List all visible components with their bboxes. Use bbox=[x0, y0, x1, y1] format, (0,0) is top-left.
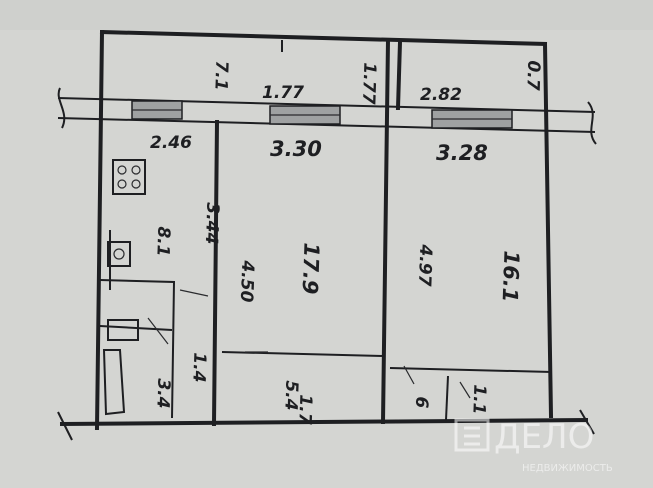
dim-tick-right bbox=[403, 365, 471, 399]
wall-bottom-right-storage bbox=[445, 375, 449, 421]
stove-burner-1 bbox=[117, 165, 127, 175]
watermark-logo-icon-inner bbox=[464, 426, 480, 446]
label-top-right-side: 0.7 bbox=[522, 60, 543, 91]
section-band-bottom bbox=[57, 117, 596, 133]
label-top-right-width: 2.82 bbox=[420, 85, 462, 105]
label-bath-side: 1.4 bbox=[188, 352, 209, 383]
label-hall-depth: 2.46 bbox=[150, 133, 192, 153]
label-bath-area: 3.4 bbox=[152, 378, 173, 409]
label-left-living-side: 4.50 bbox=[236, 259, 257, 303]
wall-rooms-divider bbox=[380, 37, 391, 425]
stove-burner-4 bbox=[131, 179, 141, 189]
watermark-tagline: НЕДВИЖИМОСТЬ bbox=[522, 463, 613, 474]
sink-drain bbox=[113, 248, 125, 260]
label-right-living-area: 16.1 bbox=[498, 250, 524, 303]
label-left-living-area: 17.9 bbox=[298, 242, 324, 295]
window-glass-lines bbox=[132, 109, 512, 120]
paper-shadow bbox=[0, 0, 653, 30]
break-mark-right bbox=[587, 101, 597, 145]
label-left-room-width: 3.30 bbox=[270, 137, 322, 161]
stove-burner-2 bbox=[131, 165, 141, 175]
label-corridor-side: 1.7 bbox=[294, 394, 315, 425]
watermark-logo-icon bbox=[454, 418, 490, 452]
label-top-left-area: 7.1 bbox=[210, 60, 231, 91]
stove-burner-3 bbox=[117, 179, 127, 189]
watermark: ДЕЛО НЕДВИЖИМОСТЬ bbox=[454, 417, 613, 474]
outer-wall-right bbox=[542, 41, 554, 419]
label-top-left-height: 1.77 bbox=[262, 83, 304, 103]
section-line-bottom-left bbox=[57, 411, 73, 441]
label-bottom-right-area: 6 bbox=[411, 396, 431, 409]
outer-wall-top bbox=[99, 29, 548, 47]
outer-wall-bottom bbox=[59, 417, 589, 427]
label-corridor-area: 5.4 bbox=[280, 380, 301, 411]
sink-fixture bbox=[107, 241, 131, 267]
label-bottom-right-side: 1.1 bbox=[468, 384, 489, 415]
bathtub-fixture bbox=[102, 349, 126, 416]
section-line-bottom-right bbox=[579, 409, 595, 435]
door-swing-toilet bbox=[179, 289, 209, 297]
stove-fixture bbox=[112, 159, 146, 195]
label-right-room-width: 3.28 bbox=[436, 141, 488, 165]
wall-bathroom-block bbox=[99, 279, 176, 419]
label-kitchen-area: 8.1 bbox=[152, 226, 173, 257]
wall-left-room-bottom bbox=[221, 351, 385, 357]
wall-right-room-bottom bbox=[389, 367, 553, 373]
label-kitchen-side: 3.44 bbox=[201, 202, 222, 245]
label-top-left-width: 1.77 bbox=[358, 62, 379, 105]
watermark-brand: ДЕЛО bbox=[494, 417, 594, 457]
outer-wall-left bbox=[94, 29, 105, 431]
wall-bathroom-divider bbox=[99, 325, 173, 331]
door-swing-bath bbox=[147, 317, 169, 345]
break-mark-left bbox=[57, 87, 66, 129]
wall-kitchen-right bbox=[211, 119, 220, 427]
wall-top-rooms-divider bbox=[395, 39, 403, 111]
washbasin-fixture bbox=[107, 319, 139, 341]
label-right-living-side: 4.97 bbox=[414, 243, 435, 287]
